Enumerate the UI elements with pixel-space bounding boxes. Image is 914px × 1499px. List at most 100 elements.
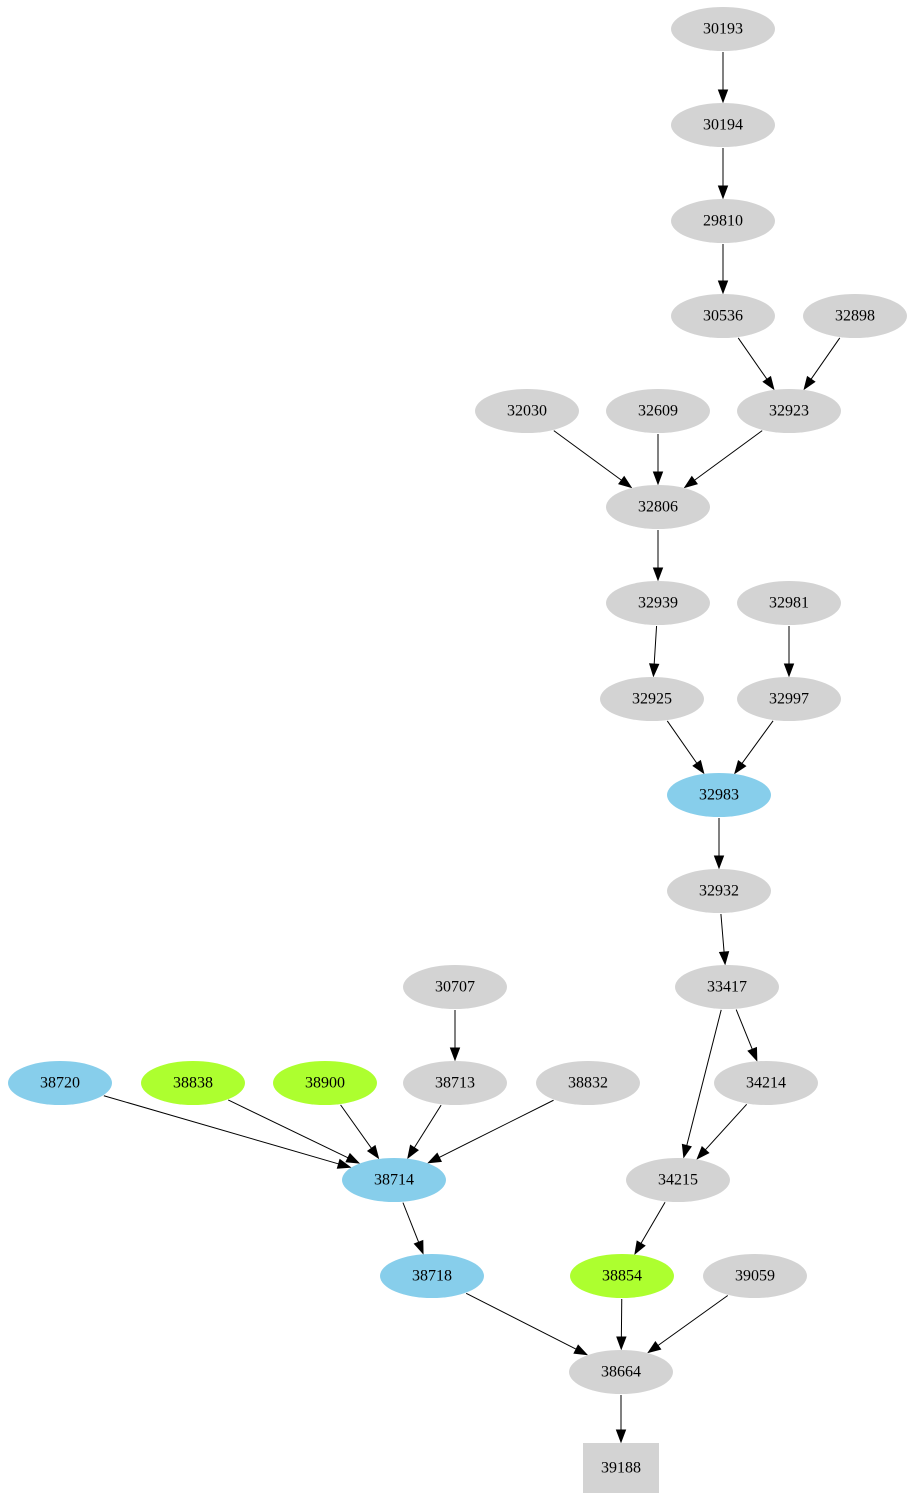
node-label: 38900 <box>305 1075 345 1092</box>
node-shape-ellipse <box>714 1061 818 1105</box>
edge-arrowhead-icon <box>717 280 729 295</box>
node-shape-ellipse <box>671 199 775 243</box>
edge-arrowhead-icon <box>618 475 633 489</box>
node-shape-ellipse <box>380 1254 484 1298</box>
node-label: 32030 <box>507 403 547 420</box>
edge-line <box>402 1202 420 1243</box>
edge-arrowhead-icon <box>652 471 664 486</box>
graph-node-38720: 38720 <box>8 1061 112 1105</box>
node-shape-ellipse <box>737 581 841 625</box>
node-shape-ellipse <box>667 773 771 817</box>
edge-arrowhead-icon <box>427 1152 442 1164</box>
node-shape-ellipse <box>273 1061 377 1105</box>
node-label: 38854 <box>602 1268 642 1285</box>
edge-arrowhead-icon <box>345 1152 361 1164</box>
node-label: 32939 <box>638 595 678 612</box>
node-label: 38714 <box>374 1172 414 1189</box>
node-label: 32925 <box>632 691 672 708</box>
node-shape-ellipse <box>536 1061 640 1105</box>
edge-line <box>686 1009 722 1146</box>
edge-line <box>694 430 763 481</box>
edge-line <box>657 1295 729 1346</box>
node-shape-ellipse <box>600 677 704 721</box>
graph-edge-38854-38664 <box>616 1298 627 1351</box>
graph-edge-30193-30194 <box>717 52 729 104</box>
graph-node-32806: 32806 <box>606 485 710 529</box>
graph-edge-38713-38714 <box>407 1104 442 1160</box>
edge-line <box>103 1095 339 1165</box>
edge-line <box>720 913 725 953</box>
edge-arrowhead-icon <box>783 663 795 678</box>
node-shape-ellipse <box>606 389 710 433</box>
edge-arrowhead-icon <box>449 1047 461 1062</box>
graph-node-30194: 30194 <box>671 103 775 147</box>
graph-node-34215: 34215 <box>626 1158 730 1202</box>
edge-arrowhead-icon <box>615 1429 627 1444</box>
graph-edge-34215-38854 <box>634 1201 666 1256</box>
graph-node-32997: 32997 <box>737 677 841 721</box>
node-label: 38832 <box>568 1075 608 1092</box>
graph-node-38838: 38838 <box>141 1061 245 1105</box>
graph-edge-32030-32806 <box>553 430 633 489</box>
graph-edge-38664-39188 <box>615 1395 627 1444</box>
edge-line <box>810 337 841 380</box>
graph-edge-30194-29810 <box>717 148 729 200</box>
graph-edge-29810-30536 <box>717 244 729 295</box>
graph-edge-32939-32925 <box>649 625 660 678</box>
graph-edge-38832-38714 <box>427 1099 554 1164</box>
node-label: 32983 <box>699 787 739 804</box>
node-shape-ellipse <box>570 1254 674 1298</box>
graph-node-34214: 34214 <box>714 1061 818 1105</box>
edge-arrowhead-icon <box>803 375 816 391</box>
node-label: 38838 <box>173 1075 213 1092</box>
node-shape-ellipse <box>671 103 775 147</box>
graph-edge-32806-32939 <box>652 530 664 582</box>
graph-edge-32923-32806 <box>683 430 763 489</box>
edge-line <box>413 1104 442 1149</box>
graph-node-32898: 32898 <box>803 294 907 338</box>
node-label: 32932 <box>699 883 739 900</box>
node-shape-ellipse <box>703 1254 807 1298</box>
node-shape-ellipse <box>342 1158 446 1202</box>
edge-line <box>735 1009 753 1050</box>
graph-node-33417: 33417 <box>675 965 779 1009</box>
node-shape-ellipse <box>403 965 507 1009</box>
edge-line <box>653 625 658 665</box>
node-label: 33417 <box>707 979 747 996</box>
edge-arrowhead-icon <box>717 185 729 200</box>
edge-arrowhead-icon <box>713 855 725 870</box>
graph-node-39059: 39059 <box>703 1254 807 1298</box>
edge-line <box>227 1099 349 1159</box>
edge-arrowhead-icon <box>718 951 730 966</box>
node-shape-ellipse <box>737 389 841 433</box>
edge-line <box>666 720 698 764</box>
node-label: 39059 <box>735 1268 775 1285</box>
graph-edge-32981-32997 <box>783 626 795 678</box>
graph-node-32939: 32939 <box>606 581 710 625</box>
node-shape-ellipse <box>803 294 907 338</box>
graph-node-38900: 38900 <box>273 1061 377 1105</box>
node-shape-ellipse <box>737 677 841 721</box>
node-shape-ellipse <box>569 1350 673 1394</box>
node-shape-ellipse <box>671 7 775 51</box>
graph-node-38718: 38718 <box>380 1254 484 1298</box>
edge-arrowhead-icon <box>649 663 660 678</box>
node-shape-ellipse <box>403 1061 507 1105</box>
edge-line <box>741 720 774 764</box>
graph-node-32932: 32932 <box>667 869 771 913</box>
graph-node-32983: 32983 <box>667 773 771 817</box>
edge-line <box>438 1099 554 1158</box>
graph-node-32981: 32981 <box>737 581 841 625</box>
graph-node-38832: 38832 <box>536 1061 640 1105</box>
edge-line <box>737 337 768 380</box>
node-shape-ellipse <box>675 965 779 1009</box>
graph-edge-30707-38713 <box>449 1010 461 1062</box>
node-label: 32923 <box>769 403 809 420</box>
node-label: 30193 <box>703 21 743 38</box>
graph-node-39188: 39188 <box>583 1443 659 1493</box>
edge-arrowhead-icon <box>762 375 775 391</box>
graph-edge-38838-38714 <box>227 1099 361 1164</box>
edge-arrowhead-icon <box>573 1344 589 1356</box>
graph-node-30707: 30707 <box>403 965 507 1009</box>
